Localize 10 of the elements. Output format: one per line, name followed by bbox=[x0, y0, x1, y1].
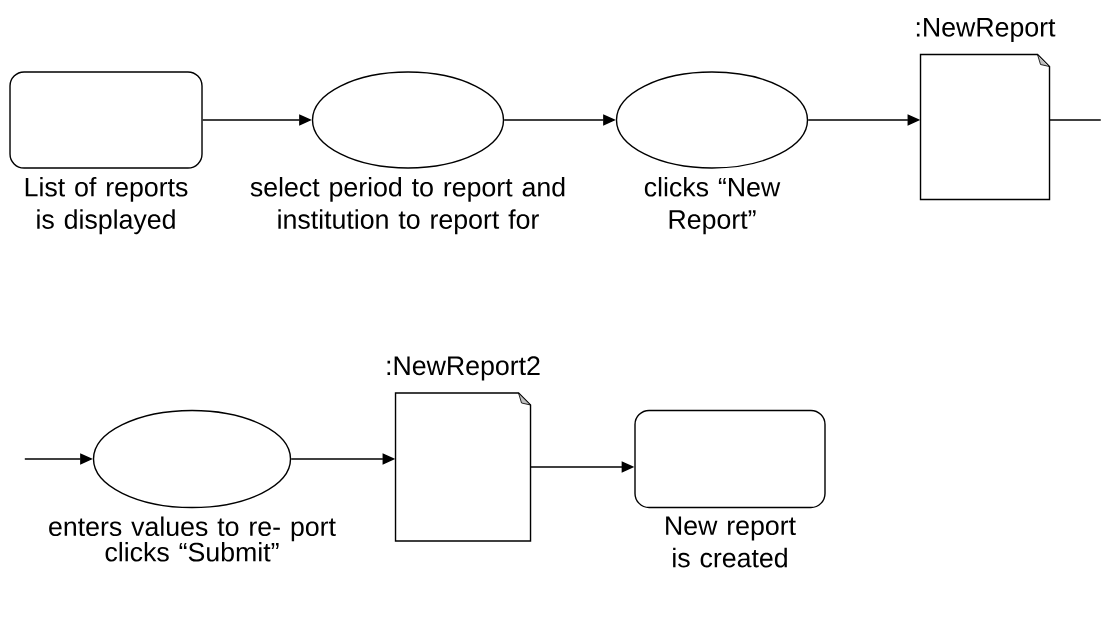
state-box: New report is created bbox=[634, 409, 826, 568]
node-label: clicks “New Report” bbox=[644, 176, 781, 235]
node-label: select period to report and institution to report for bbox=[250, 176, 565, 235]
node-label: :NewReport2 bbox=[387, 356, 540, 381]
node-label: New report is created bbox=[666, 516, 796, 568]
node-label: clicks “Submit” bbox=[105, 541, 279, 562]
node-label: enters values to re- port bbox=[49, 516, 336, 542]
state-box: List of reports is displayed bbox=[9, 71, 203, 235]
node-label: :NewReport bbox=[916, 18, 1056, 42]
node-label: List of reports is displayed bbox=[25, 176, 188, 235]
